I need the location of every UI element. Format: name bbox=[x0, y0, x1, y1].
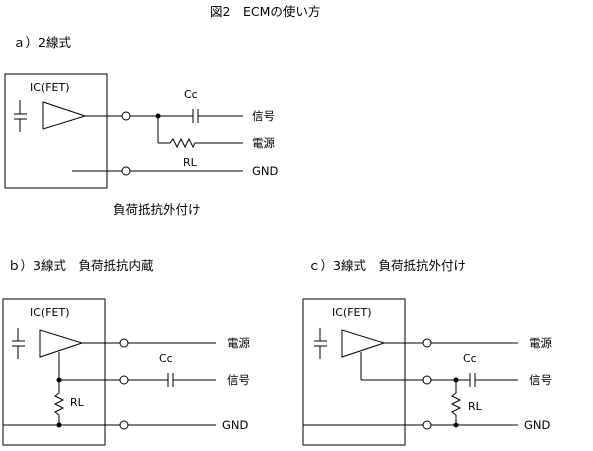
terminal-ground-c bbox=[422, 420, 432, 430]
amplifier-icon bbox=[42, 101, 87, 130]
circuit-b-three-wire-internal: ｂ）3線式 負荷抵抗内蔵 IC(FET) 電源 Cc 信号 RL bbox=[2, 258, 250, 446]
ic-label-a: IC(FET) bbox=[30, 81, 70, 94]
diagram-title: 図2 ECMの使い方 bbox=[210, 4, 320, 19]
resistor-icon bbox=[53, 380, 65, 425]
terminal-power-c bbox=[422, 338, 432, 348]
terminal-signal-b bbox=[119, 375, 129, 385]
terminal-power-b bbox=[119, 338, 129, 348]
capacitor-icon bbox=[314, 328, 327, 359]
terminal-ground-b bbox=[119, 420, 129, 430]
power-label-c: 電源 bbox=[529, 336, 552, 350]
amplifier-icon bbox=[341, 329, 386, 358]
terminal-signal-c bbox=[422, 375, 432, 385]
capacitor-icon bbox=[12, 328, 25, 359]
amplifier-icon bbox=[39, 329, 84, 358]
signal-label-c: 信号 bbox=[529, 373, 552, 387]
resistor-label-b: RL bbox=[70, 396, 85, 409]
ground-label-c: GND bbox=[524, 418, 551, 432]
capacitor-label-c: Cc bbox=[463, 352, 477, 365]
section-b-heading: ｂ）3線式 負荷抵抗内蔵 bbox=[8, 258, 154, 273]
ground-label-b: GND bbox=[222, 418, 249, 432]
circuit-a-two-wire: ａ）2線式 IC(FET) Cc 信号 電源 RL bbox=[4, 35, 279, 217]
section-a-note: 負荷抵抗外付け bbox=[113, 202, 201, 217]
section-a-heading: ａ）2線式 bbox=[13, 35, 71, 50]
ic-label-c: IC(FET) bbox=[332, 306, 372, 319]
coupling-capacitor-icon bbox=[192, 109, 199, 123]
capacitor-label-a: Cc bbox=[184, 88, 198, 101]
terminal-output-a bbox=[121, 111, 131, 121]
resistor-label-c: RL bbox=[468, 400, 483, 413]
signal-label-a: 信号 bbox=[252, 109, 275, 123]
resistor-icon bbox=[450, 380, 462, 425]
terminal-ground-a bbox=[121, 166, 131, 176]
capacitor-label-b: Cc bbox=[159, 352, 173, 365]
ecm-box-b bbox=[2, 298, 106, 446]
coupling-capacitor-icon bbox=[469, 373, 476, 387]
ecm-box-a bbox=[4, 73, 108, 189]
signal-label-b: 信号 bbox=[227, 373, 250, 387]
capacitor-icon bbox=[14, 100, 27, 132]
junction-dot bbox=[453, 422, 459, 428]
ground-label-a: GND bbox=[252, 164, 279, 178]
coupling-capacitor-icon bbox=[167, 373, 174, 387]
power-label-b: 電源 bbox=[227, 336, 250, 350]
resistor-icon bbox=[158, 137, 243, 149]
ic-label-b: IC(FET) bbox=[30, 306, 70, 319]
ecm-box-c bbox=[302, 298, 406, 446]
circuit-c-three-wire-external: ｃ）3線式 負荷抵抗外付け IC(FET) 電源 Cc 信号 RL bbox=[302, 258, 552, 446]
resistor-label-a: RL bbox=[183, 156, 198, 169]
section-c-heading: ｃ）3線式 負荷抵抗外付け bbox=[308, 258, 466, 273]
power-label-a: 電源 bbox=[252, 136, 275, 150]
